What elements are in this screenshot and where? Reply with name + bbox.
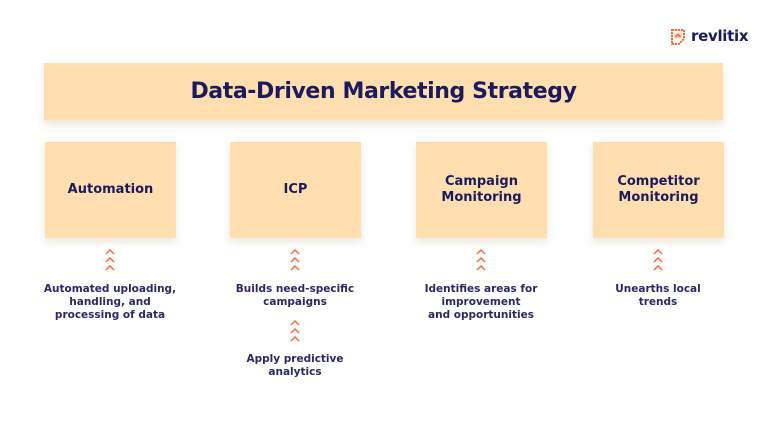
- description-text: Unearths local trends: [615, 283, 701, 308]
- chevron-up-icon: [471, 248, 491, 274]
- header-banner: Data-Driven Marketing Strategy: [44, 63, 723, 120]
- card-competitor-monitoring: Competitor Monitoring: [593, 142, 724, 238]
- page-title: Data-Driven Marketing Strategy: [190, 79, 577, 104]
- card-title: Competitor Monitoring: [617, 174, 700, 205]
- chevron-up-icon: [285, 248, 305, 274]
- chevron-up-icon: [648, 248, 668, 274]
- brand-logo: revlitix: [670, 27, 749, 45]
- card-icp: ICP: [230, 142, 361, 238]
- card-campaign-monitoring: Campaign Monitoring: [416, 142, 547, 238]
- card-title: Automation: [67, 182, 154, 197]
- description-text: Identifies areas for improvement and opp…: [424, 283, 538, 321]
- brand-name: revlitix: [691, 27, 749, 45]
- card-automation: Automation: [45, 142, 176, 238]
- revlitix-logo-icon: [671, 28, 685, 45]
- description-text: Apply predictive analytics: [246, 353, 344, 378]
- card-title: Campaign Monitoring: [441, 174, 522, 205]
- card-title: ICP: [283, 182, 308, 197]
- chevron-up-icon: [100, 248, 120, 274]
- chevron-up-icon: [285, 319, 305, 345]
- description-text: Builds need-specific campaigns: [235, 283, 355, 308]
- description-text: Automated uploading, handling, and proce…: [43, 283, 177, 321]
